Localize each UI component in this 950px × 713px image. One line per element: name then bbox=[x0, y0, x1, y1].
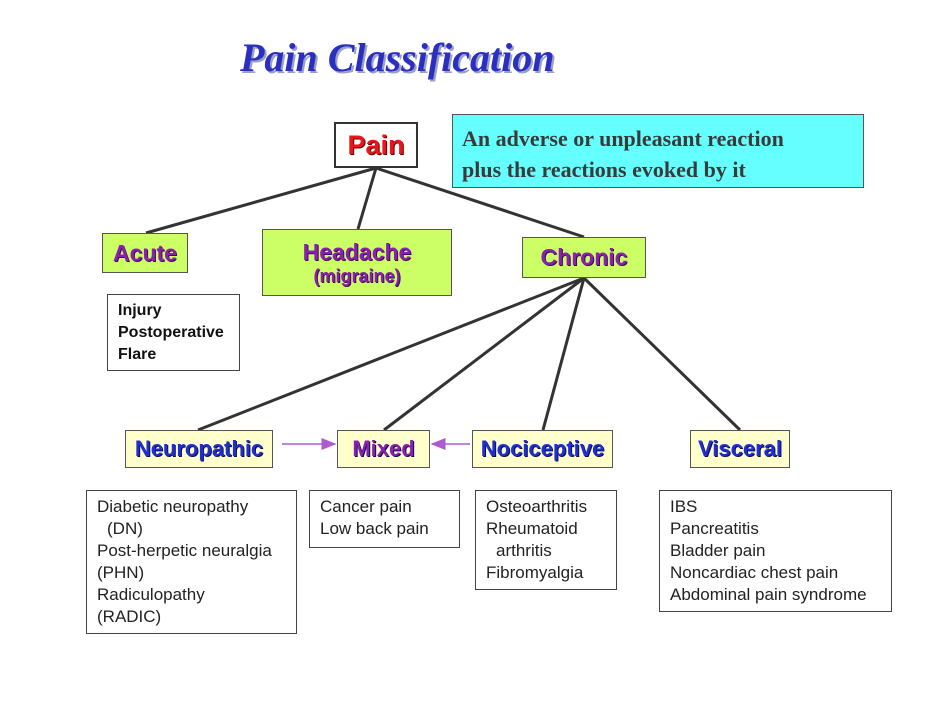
list-item: Radiculopathy bbox=[97, 585, 205, 604]
list-item: IBS bbox=[670, 497, 698, 516]
node-acute: Acute bbox=[102, 233, 188, 273]
node-nociceptive: Nociceptive bbox=[472, 430, 613, 468]
node-pain: Pain bbox=[334, 122, 418, 168]
list-item: Bladder pain bbox=[670, 541, 766, 560]
list-item: Postoperative bbox=[118, 324, 224, 341]
node-mixed: Mixed bbox=[337, 430, 430, 468]
list-nociceptive: Osteoarthritis Rheumatoid arthritis Fibr… bbox=[475, 490, 617, 590]
list-item: Diabetic neuropathy bbox=[97, 497, 249, 516]
node-chronic: Chronic bbox=[522, 237, 646, 278]
list-item: (DN) bbox=[107, 519, 143, 538]
edge-chronic-nociceptive bbox=[541, 277, 586, 431]
definition-box: An adverse or unpleasant reaction plus t… bbox=[452, 114, 864, 188]
edge-chronic-mixed bbox=[383, 276, 585, 432]
list-item: Rheumatoid bbox=[486, 519, 578, 538]
list-item: Noncardiac chest pain bbox=[670, 563, 839, 582]
list-item: Abdominal pain syndrome bbox=[670, 585, 867, 604]
list-item: Flare bbox=[118, 346, 157, 363]
list-acute: Injury Postoperative Flare bbox=[107, 294, 240, 371]
list-neuropathic: Diabetic neuropathy (DN) Post-herpetic n… bbox=[86, 490, 297, 634]
edge-chronic-visceral bbox=[582, 276, 742, 432]
list-item: Cancer pain bbox=[320, 497, 412, 516]
list-mixed: Cancer pain Low back pain bbox=[309, 490, 460, 548]
list-item: Pancreatitis bbox=[670, 519, 759, 538]
node-nociceptive-label: Nociceptive bbox=[480, 436, 605, 461]
definition-line-1: An adverse or unpleasant reaction bbox=[462, 126, 784, 151]
node-chronic-label: Chronic bbox=[540, 244, 628, 270]
node-headache-sublabel: (migraine) bbox=[313, 265, 401, 286]
list-item: Fibromyalgia bbox=[486, 563, 584, 582]
edge-pain-acute bbox=[145, 166, 377, 235]
node-neuropathic-label: Neuropathic bbox=[134, 436, 264, 461]
edge-pain-headache bbox=[356, 167, 378, 230]
edge-pain-chronic bbox=[375, 166, 585, 239]
node-headache: Headache (migraine) bbox=[262, 229, 452, 296]
edge-chronic-neuropathic bbox=[197, 276, 585, 432]
list-visceral: IBS Pancreatitis Bladder pain Noncardiac… bbox=[659, 490, 892, 612]
list-item: (PHN) bbox=[97, 563, 145, 582]
list-item: Low back pain bbox=[320, 519, 429, 538]
node-headache-label: Headache bbox=[302, 238, 412, 265]
node-visceral: Visceral bbox=[690, 430, 790, 468]
list-item: Osteoarthritis bbox=[486, 497, 588, 516]
node-mixed-label: Mixed bbox=[352, 436, 415, 461]
definition-line-2: plus the reactions evoked by it bbox=[462, 157, 746, 182]
node-acute-label: Acute bbox=[113, 239, 177, 266]
page-title: Pain Classification bbox=[240, 35, 555, 80]
node-visceral-label: Visceral bbox=[697, 436, 782, 461]
list-item: arthritis bbox=[496, 541, 552, 560]
node-neuropathic: Neuropathic bbox=[125, 430, 273, 468]
node-pain-label: Pain bbox=[347, 129, 405, 160]
list-item: Injury bbox=[118, 302, 162, 319]
list-item: (RADIC) bbox=[97, 607, 162, 626]
list-item: Post-herpetic neuralgia bbox=[97, 541, 272, 560]
